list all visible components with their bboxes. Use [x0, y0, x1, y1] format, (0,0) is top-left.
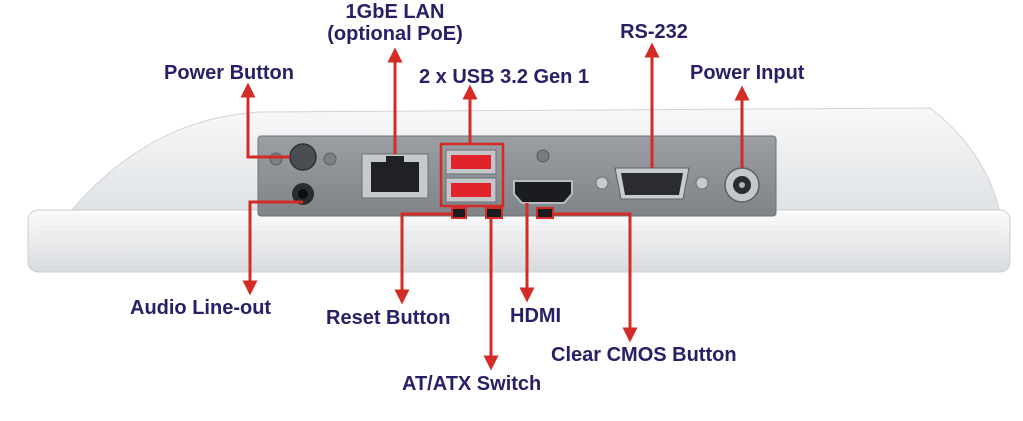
atatx-label: AT/ATX Switch [402, 373, 542, 395]
cmos-highlight-box [536, 207, 554, 219]
power-button-label: Power Button [164, 62, 294, 84]
usb-highlight-box [439, 142, 505, 208]
usb-label: 2 x USB 3.2 Gen 1 [419, 66, 590, 88]
usb-ports [445, 149, 497, 203]
cmos-leader [553, 212, 638, 343]
power-button [269, 143, 337, 171]
hdmi-port [513, 180, 573, 204]
lan-port [361, 153, 429, 199]
cmos-label: Clear CMOS Button [551, 344, 737, 366]
hdmi-label: HDMI [510, 305, 562, 327]
reset-leader [394, 212, 452, 305]
reset-highlight-box [451, 207, 467, 219]
power-input-jack [724, 167, 760, 203]
audio-label: Audio Line-out [130, 297, 272, 319]
audio-leader [242, 200, 303, 296]
atatx-highlight-box [485, 207, 503, 219]
io-panel-plate [257, 135, 777, 217]
rs232-label: RS-232 [620, 21, 688, 43]
reset-label: Reset Button [326, 307, 451, 329]
panel-screw [536, 149, 550, 163]
audio-jack [292, 183, 314, 205]
lan-label: 1GbE LAN (optional PoE) [300, 1, 490, 45]
lan-label-line2: (optional PoE) [327, 23, 463, 45]
rs232-port [595, 167, 709, 200]
power-button-leader [240, 82, 290, 159]
lan-label-line1: 1GbE LAN [345, 1, 445, 23]
power-input-label: Power Input [690, 62, 805, 84]
